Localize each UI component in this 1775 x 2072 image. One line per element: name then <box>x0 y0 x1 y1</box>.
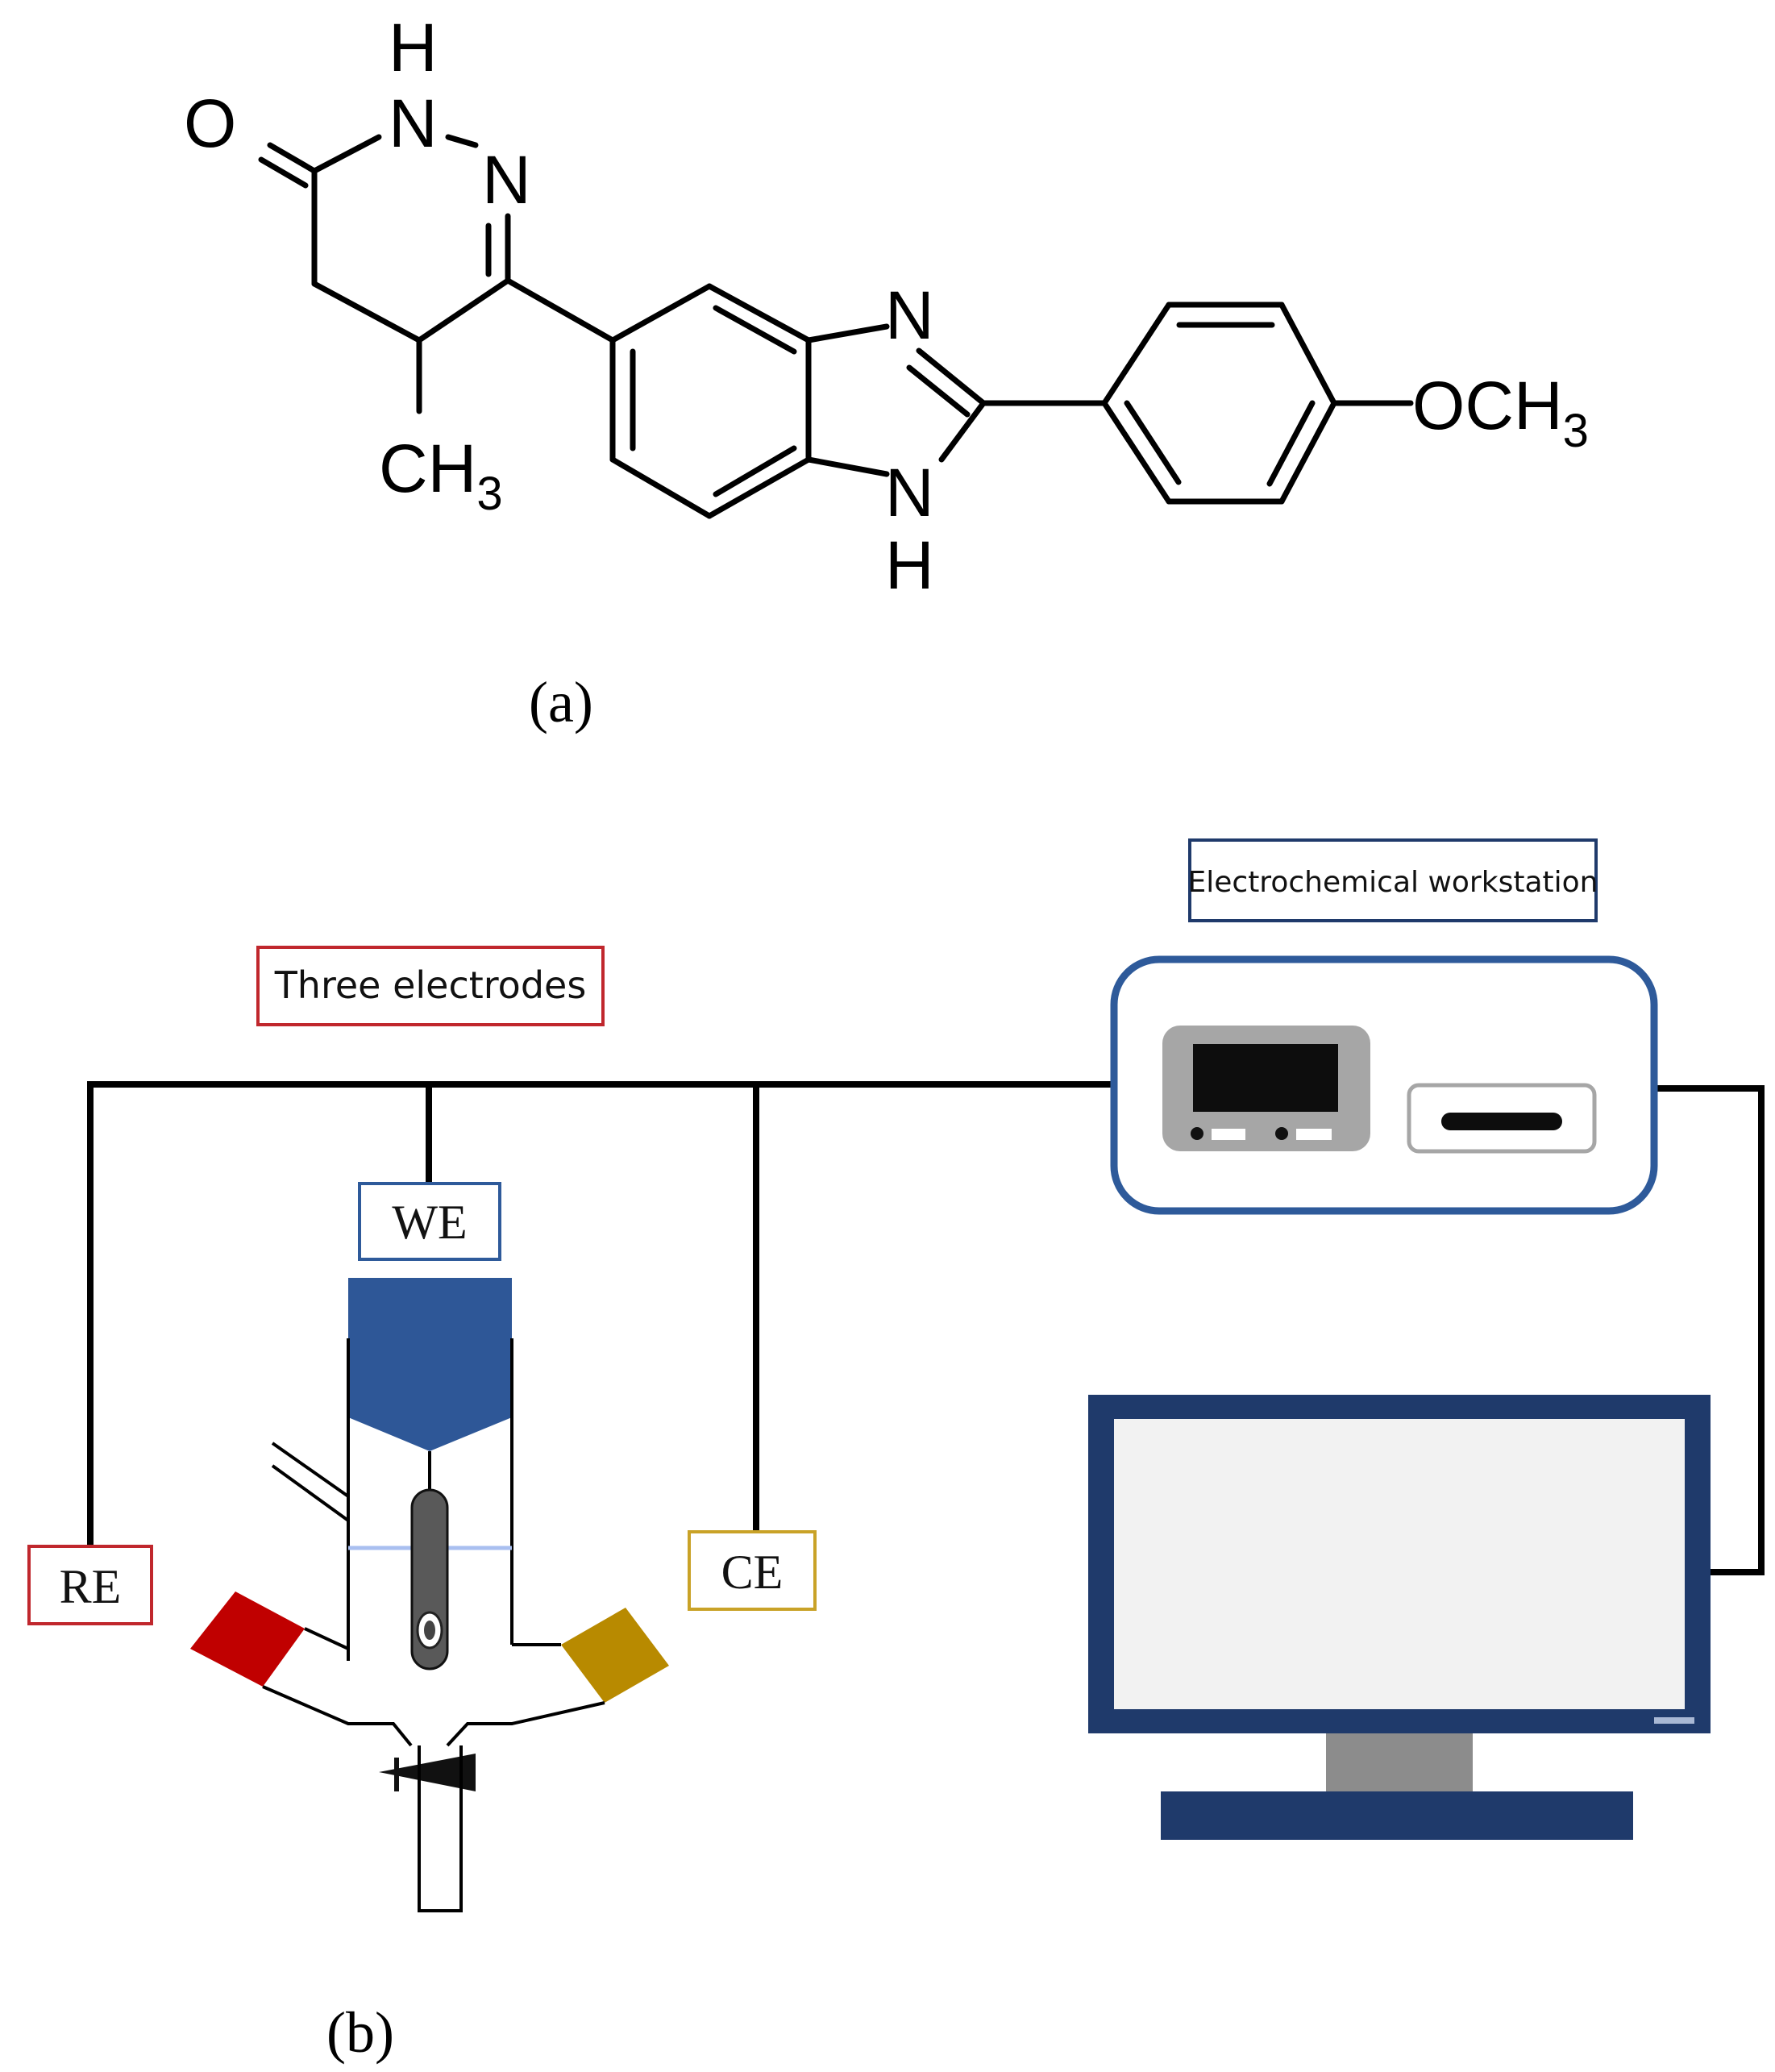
device-slot <box>1441 1113 1562 1130</box>
bz-5 <box>609 456 713 519</box>
monitor-neck <box>1326 1733 1473 1791</box>
side-arm-2 <box>271 1464 350 1522</box>
an-6 <box>1101 400 1172 505</box>
three-electrodes-label: Three electrodes <box>274 963 587 1007</box>
atom-n-imid-bottom: N <box>885 455 934 530</box>
bz-d3 <box>713 445 797 497</box>
ce-electrode <box>561 1608 669 1703</box>
ce-label: CE <box>721 1546 784 1599</box>
cell-shoulder-left <box>304 1627 349 1650</box>
chemical-structure: O H N N CH3 N N H OCH3 <box>184 10 1589 603</box>
electrochemical-setup: Three electrodes Electrochemical worksta… <box>27 838 1765 1912</box>
bond-c-c-1 <box>416 277 511 343</box>
atom-och3: OCH3 <box>1412 368 1589 457</box>
re-electrode <box>190 1591 305 1687</box>
atom-ch3-left: CH3 <box>379 431 503 520</box>
cell-lower-right <box>446 1701 605 1747</box>
im-2 <box>916 347 987 406</box>
wire-main <box>87 1081 1114 1552</box>
device-screen <box>1193 1044 1338 1112</box>
workstation-box <box>1188 838 1598 922</box>
bond-co-double <box>258 156 309 189</box>
atom-h-top: H <box>389 10 438 85</box>
monitor-base <box>1161 1791 1633 1840</box>
bond-co <box>267 142 318 174</box>
an-1 <box>1101 302 1172 406</box>
we-electrode-tip-inner <box>424 1621 435 1640</box>
monitor-power-led <box>1654 1717 1694 1724</box>
an-d2 <box>1266 400 1316 487</box>
drain-tube <box>418 1745 463 1912</box>
bz-1 <box>609 283 713 343</box>
workstation-label: Electrochemical workstation <box>1188 866 1598 899</box>
im-1 <box>805 323 890 343</box>
re-box <box>27 1545 153 1625</box>
bond-link-1 <box>505 277 616 343</box>
bond-c-n <box>311 134 382 174</box>
side-arm-1 <box>271 1442 350 1498</box>
re-label: RE <box>60 1560 122 1613</box>
caption-a: (a) <box>529 670 593 734</box>
bz-4 <box>706 456 812 519</box>
we-box <box>358 1182 501 1261</box>
atom-n-eq: N <box>482 142 531 218</box>
we-label: WE <box>392 1196 467 1249</box>
atom-n-imid-top: N <box>885 277 934 353</box>
an-3 <box>1278 302 1337 406</box>
device-button-2 <box>1296 1129 1332 1140</box>
bond-n-n <box>445 134 479 148</box>
three-electrodes-box <box>256 946 605 1026</box>
an-4 <box>1278 400 1337 505</box>
stopcock-valve <box>379 1754 476 1791</box>
ce-box <box>688 1530 817 1611</box>
bond-c-c-2 <box>311 281 422 343</box>
an-d3 <box>1124 400 1182 485</box>
device-knob-1 <box>1191 1127 1203 1140</box>
im-3 <box>938 400 987 463</box>
monitor-screen <box>1114 1419 1685 1709</box>
device-button-1 <box>1212 1129 1245 1140</box>
we-electrode-body <box>348 1278 512 1451</box>
atom-o-carbonyl: O <box>184 85 236 161</box>
electrolytic-cell <box>190 1278 669 1912</box>
wire-computer <box>1654 1085 1765 1575</box>
im-4 <box>805 456 890 477</box>
atom-h-imid-bottom: H <box>885 527 934 603</box>
cell-lower-left <box>262 1685 413 1747</box>
caption-b: (b) <box>326 2000 394 2065</box>
device-knob-2 <box>1275 1127 1288 1140</box>
im-2d <box>906 364 971 418</box>
bz-2 <box>706 283 812 343</box>
bz-d2 <box>713 305 797 355</box>
atom-n-nh: N <box>389 85 438 161</box>
